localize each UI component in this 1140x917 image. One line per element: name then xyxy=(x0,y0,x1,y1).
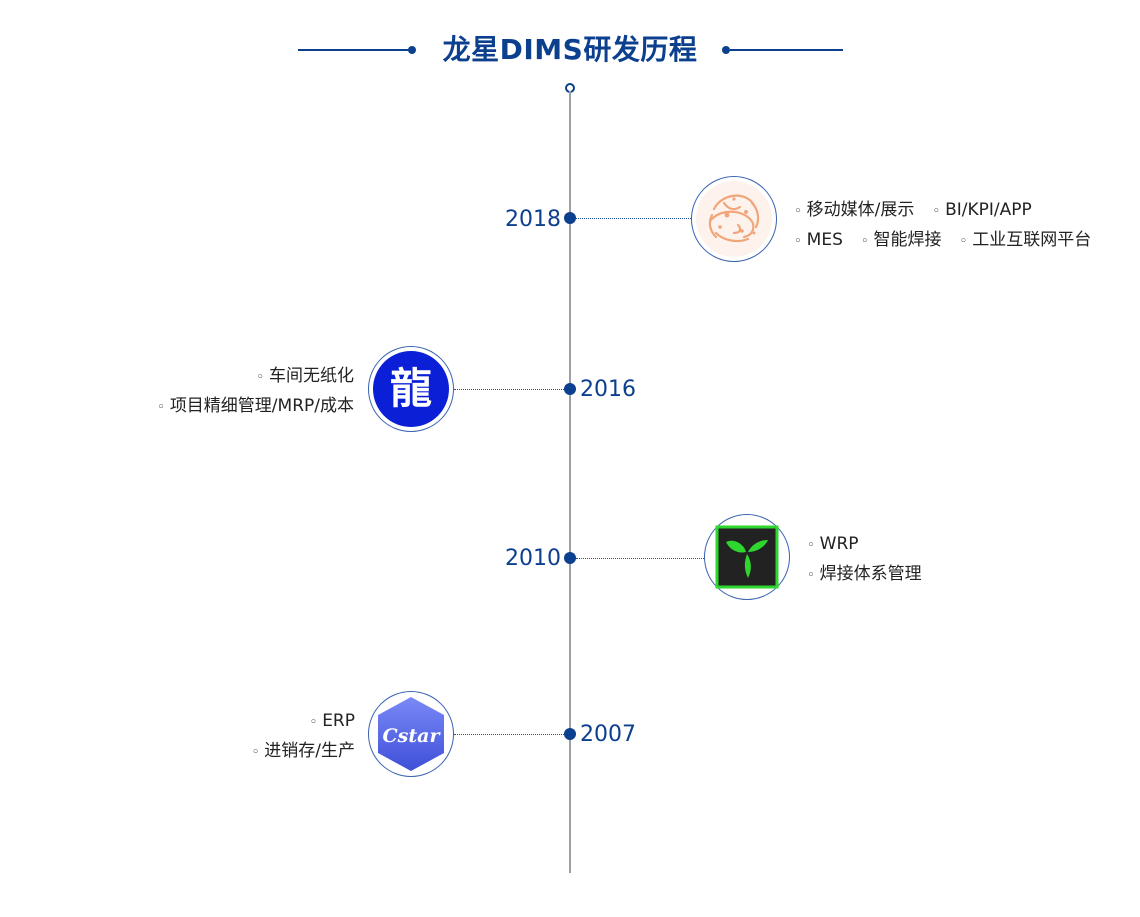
feature-item: 智能焊接 xyxy=(861,226,942,256)
feature-row: 焊接体系管理 xyxy=(807,560,922,590)
milestone-features: ERP 进销存/生产 xyxy=(252,707,355,767)
feature-row: MES 智能焊接工业互联网平台 xyxy=(794,226,1092,256)
timeline-connector xyxy=(454,389,564,390)
feature-item: 焊接体系管理 xyxy=(807,560,922,590)
timeline-node xyxy=(564,728,576,740)
timeline-node xyxy=(564,383,576,395)
feature-item: WRP xyxy=(807,530,859,560)
milestone-features: 移动媒体/展示 BI/KPI/APP MES 智能焊接工业互联网平台 xyxy=(794,196,1092,256)
dragon-emblem-icon xyxy=(691,176,777,262)
title-divider-left xyxy=(298,49,410,51)
milestone-features: 车间无纸化 项目精细管理/MRP/成本 xyxy=(157,362,354,422)
title-dot-right xyxy=(722,46,730,54)
feature-item: 工业互联网平台 xyxy=(960,226,1091,256)
milestone-year: 2007 xyxy=(580,722,636,747)
milestone-year: 2016 xyxy=(580,377,636,402)
feature-row: WRP xyxy=(807,530,922,560)
feature-item: BI/KPI/APP xyxy=(932,196,1032,226)
long-character-text: 龍 xyxy=(390,364,432,413)
page-title: 龙星DIMS研发历程 xyxy=(442,33,698,66)
feature-item: ERP xyxy=(310,707,355,737)
milestone-year: 2010 xyxy=(505,546,561,571)
cstar-logo-text: Cstar xyxy=(383,725,442,747)
feature-row: 项目精细管理/MRP/成本 xyxy=(157,392,354,422)
cstar-hexagon-icon: Cstar xyxy=(368,691,454,777)
timeline-connector xyxy=(576,558,704,559)
feature-item: MES xyxy=(794,226,843,256)
feature-item: 车间无纸化 xyxy=(256,362,354,392)
feature-item: 进销存/生产 xyxy=(252,737,355,767)
timeline-axis xyxy=(569,91,571,873)
timeline-connector xyxy=(454,734,564,735)
timeline-connector xyxy=(576,218,691,219)
page-title-row: 龙星DIMS研发历程 xyxy=(0,28,1140,72)
feature-row: ERP xyxy=(252,707,355,737)
milestone-year: 2018 xyxy=(505,207,561,232)
milestone-features: WRP 焊接体系管理 xyxy=(807,530,922,590)
feature-row: 车间无纸化 xyxy=(157,362,354,392)
feature-row: 移动媒体/展示 BI/KPI/APP xyxy=(794,196,1091,226)
timeline-node xyxy=(564,212,576,224)
title-dot-left xyxy=(408,46,416,54)
wrp-green-leaf-icon xyxy=(704,514,790,600)
long-character-icon: 龍 xyxy=(368,346,454,432)
feature-item: 移动媒体/展示 xyxy=(794,196,915,226)
feature-item: 项目精细管理/MRP/成本 xyxy=(157,392,354,422)
feature-row: 进销存/生产 xyxy=(252,737,355,767)
title-divider-right xyxy=(730,49,843,51)
timeline-node xyxy=(564,552,576,564)
